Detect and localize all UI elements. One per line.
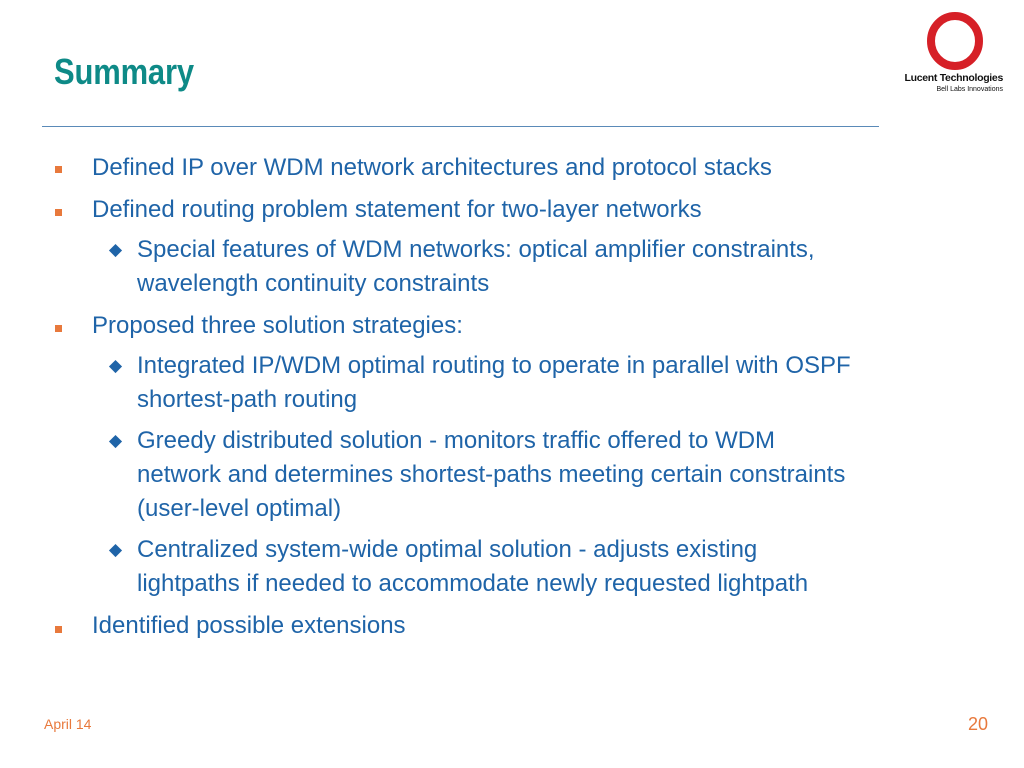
square-bullet-icon [55,209,62,216]
list-item-text: lightpaths if needed to accommodate newl… [137,570,809,597]
logo-company-name: Lucent Technologies [904,72,1003,84]
list-item: Greedy distributed solution - monitors t… [137,424,997,526]
diamond-bullet-icon [108,359,123,374]
diamond-bullet-icon [108,434,123,449]
list-item-text: Defined routing problem statement for tw… [92,196,702,223]
list-item: Centralized system-wide optimal solution… [137,533,997,601]
lucent-logo: Lucent Technologies Bell Labs Innovation… [895,11,1007,97]
list-item-text: shortest-path routing [137,386,358,413]
page-number: 20 [967,714,988,734]
slide-title: Summary [54,51,194,92]
logo-tagline: Bell Labs Innovations [936,86,1003,93]
list-item: Proposed three solution strategies: [92,309,463,343]
list-item-text: wavelength continuity constraints [137,270,490,297]
list-item: Integrated IP/WDM optimal routing to ope… [137,349,997,417]
list-item-text: (user-level optimal) [137,495,342,522]
title-divider [42,126,879,127]
square-bullet-icon [55,325,62,332]
list-item: Identified possible extensions [92,609,406,643]
list-item-text: Identified possible extensions [92,612,406,639]
footer-date: April 14 [44,716,92,732]
list-item-text: Greedy distributed solution - monitors t… [137,427,776,454]
square-bullet-icon [55,626,62,633]
list-item-text: Defined IP over WDM network architecture… [92,154,772,181]
diamond-bullet-icon [108,543,123,558]
diamond-bullet-icon [108,243,123,258]
list-item-text: Proposed three solution strategies: [92,312,463,339]
list-item-text: Centralized system-wide optimal solution… [137,536,758,563]
list-item-text: Integrated IP/WDM optimal routing to ope… [137,352,851,379]
list-item-text: network and determines shortest-paths me… [137,461,846,488]
list-item-text: Special features of WDM networks: optica… [137,236,815,263]
square-bullet-icon [55,166,62,173]
lucent-ring-logo-icon [927,12,983,70]
list-item: Special features of WDM networks: optica… [137,233,997,301]
list-item: Defined IP over WDM network architecture… [92,151,772,185]
list-item: Defined routing problem statement for tw… [92,193,702,227]
